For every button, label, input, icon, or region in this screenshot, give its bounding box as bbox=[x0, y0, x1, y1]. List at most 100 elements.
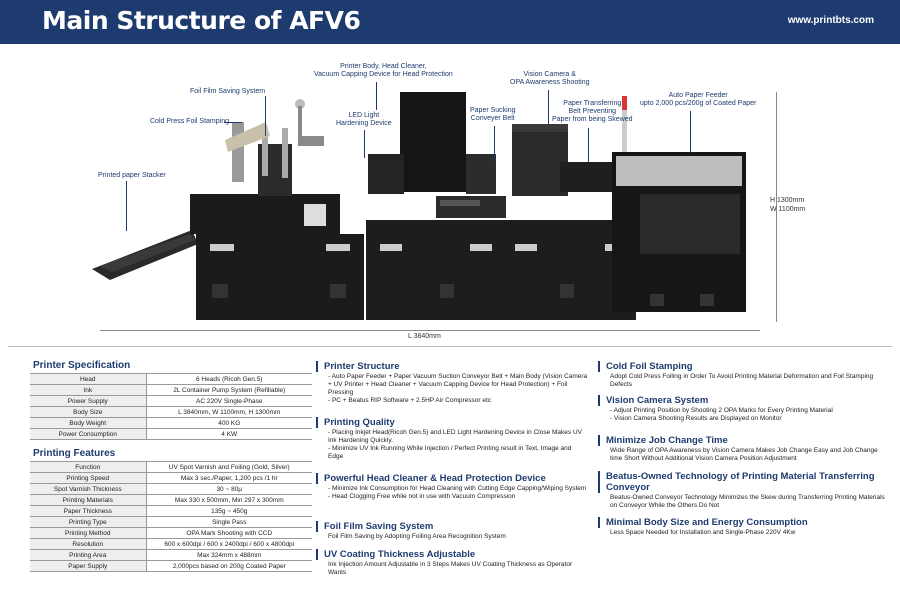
callout-stacker: Printed paper Stacker bbox=[98, 172, 166, 179]
feature-title: Printing Quality bbox=[316, 417, 588, 428]
feature-title: Cold Foil Stamping bbox=[598, 361, 890, 372]
spec-value: OPA Mark Shooting with CCD bbox=[146, 527, 312, 539]
spec-value: 30 ~ 80μ bbox=[146, 483, 312, 495]
spec-value: 2,000pcs based on 200g Coated Paper bbox=[146, 560, 312, 572]
height-width-label: H 1300mm W 1100mm bbox=[770, 197, 806, 214]
leader-line bbox=[494, 126, 495, 162]
feature-title: UV Coating Thickness Adjustable bbox=[316, 549, 588, 560]
spec-value: 2L Container Pump System (Refillable) bbox=[146, 384, 312, 396]
feature-title: Minimize Job Change Time bbox=[598, 435, 890, 446]
spec-key: Body Size bbox=[30, 406, 147, 418]
callout-led: LED Light Hardening Device bbox=[336, 112, 392, 128]
leader-line bbox=[224, 122, 242, 123]
feature-item: - Placing Inkjet Head(Ricoh Gen.5) and L… bbox=[328, 429, 582, 444]
leader-line bbox=[265, 96, 266, 136]
feature-title: Foil Film Saving System bbox=[316, 521, 588, 532]
leader-line bbox=[364, 130, 365, 158]
spec-key: Printing Area bbox=[30, 549, 147, 561]
spec-value: 4 KW bbox=[146, 428, 312, 440]
feature-item: - PC + Beatus RIP Software + 2.5HP Air C… bbox=[328, 397, 492, 404]
spec-value: 135g ~ 450g bbox=[146, 505, 312, 517]
spec-key: Printing Type bbox=[30, 516, 147, 528]
feature-block: Printer Structure- Auto Paper Feeder + P… bbox=[316, 361, 588, 405]
feature-block: Powerful Head Cleaner & Head Protection … bbox=[316, 473, 588, 501]
feature-text: Less Space Needed for Installation and S… bbox=[610, 529, 796, 536]
spec-value: Single Pass bbox=[146, 516, 312, 528]
spec-value: UV Spot Varnish and Foiling (Gold, Silve… bbox=[146, 461, 312, 473]
feature-title: Minimal Body Size and Energy Consumption bbox=[598, 517, 890, 528]
spec-value: 6 Heads (Ricoh Gen.5) bbox=[146, 373, 312, 385]
spec-key: Body Weight bbox=[30, 417, 147, 429]
spec-key: Paper Thickness bbox=[30, 505, 147, 517]
section-divider bbox=[8, 346, 892, 347]
machine-illustration: Foil Film Saving System Cold Press Foil … bbox=[0, 44, 900, 344]
spec-key: Paper Supply bbox=[30, 560, 147, 572]
afv6-machine-image bbox=[92, 92, 746, 320]
spec-key: Printing Method bbox=[30, 527, 147, 539]
callout-paper-sucking: Paper Sucking Conveyer Belt bbox=[470, 107, 516, 123]
feature-block: Printing Quality- Placing Inkjet Head(Ri… bbox=[316, 417, 588, 461]
feature-block: Vision Camera System- Adjust Printing Po… bbox=[598, 395, 890, 423]
leader-line bbox=[690, 111, 691, 153]
feature-text: Wide Range of OPA Awareness by Vision Ca… bbox=[610, 447, 878, 462]
height-dimension-line bbox=[776, 92, 777, 322]
spec-value: Max 324mm x 488mm bbox=[146, 549, 312, 561]
spec-value: 400 KG bbox=[146, 417, 312, 429]
spec-key: Power Supply bbox=[30, 395, 147, 407]
callout-foil-film: Foil Film Saving System bbox=[190, 88, 266, 95]
feature-title: Vision Camera System bbox=[598, 395, 890, 406]
callout-printer-body: Printer Body, Head Cleaner, Vacuum Cappi… bbox=[314, 63, 453, 79]
feature-item: - Vision Camera Shooting Results are Dis… bbox=[610, 415, 782, 422]
feature-item: - Auto Paper Feeder + Paper Vacuum Sucti… bbox=[328, 373, 588, 396]
leader-line bbox=[548, 90, 549, 124]
spec-key: Power Consumption bbox=[30, 428, 147, 440]
page-header: Main Structure of AFV6 www.printbts.com bbox=[0, 0, 900, 44]
feature-item: - Minimize Ink Consumption for Head Clea… bbox=[328, 485, 587, 492]
leader-line bbox=[588, 128, 589, 162]
feature-item: - Head Clogging Free while not in use wi… bbox=[328, 493, 516, 500]
feature-block: Minimal Body Size and Energy Consumption… bbox=[598, 517, 890, 537]
callout-transferring: Paper Transferring Belt Preventing Paper… bbox=[552, 100, 633, 124]
feature-text: Beatus-Owned Conveyor Technology Minimiz… bbox=[610, 494, 885, 509]
spec-key: Printing Speed bbox=[30, 472, 147, 484]
callout-vision: Vision Camera & OPA Awareness Shooting bbox=[510, 71, 590, 87]
feature-item: - Minimize UV Ink Running While Injectio… bbox=[328, 445, 572, 460]
length-label: L 3840mm bbox=[408, 333, 441, 340]
length-dimension-line bbox=[100, 330, 760, 331]
feature-title: Printer Structure bbox=[316, 361, 588, 372]
spec-key: Function bbox=[30, 461, 147, 473]
callout-cold-press: Cold Press Foil Stamping bbox=[150, 118, 229, 125]
feature-text: Adopt Cold Press Foiling in Order To Avo… bbox=[610, 373, 874, 388]
spec-value: Max 3 sec./Paper, 1,200 pcs /1 hr bbox=[146, 472, 312, 484]
spec-value: 600 x 600dpi / 600 x 2400dpi / 600 x 480… bbox=[146, 538, 312, 550]
website-url: www.printbts.com bbox=[787, 15, 874, 26]
spec-key: Spot Varnish Thickness bbox=[30, 483, 147, 495]
printer-spec-title: Printer Specification bbox=[33, 360, 131, 371]
feature-block: Beatus-Owned Technology of Printing Mate… bbox=[598, 471, 890, 510]
callout-feeder: Auto Paper Feeder upto 2,000 pcs/200g of… bbox=[640, 92, 757, 108]
feature-item: - Adjust Printing Position by Shooting 2… bbox=[610, 407, 833, 414]
leader-line bbox=[126, 181, 127, 231]
spec-key: Resolution bbox=[30, 538, 147, 550]
spec-key: Ink bbox=[30, 384, 147, 396]
